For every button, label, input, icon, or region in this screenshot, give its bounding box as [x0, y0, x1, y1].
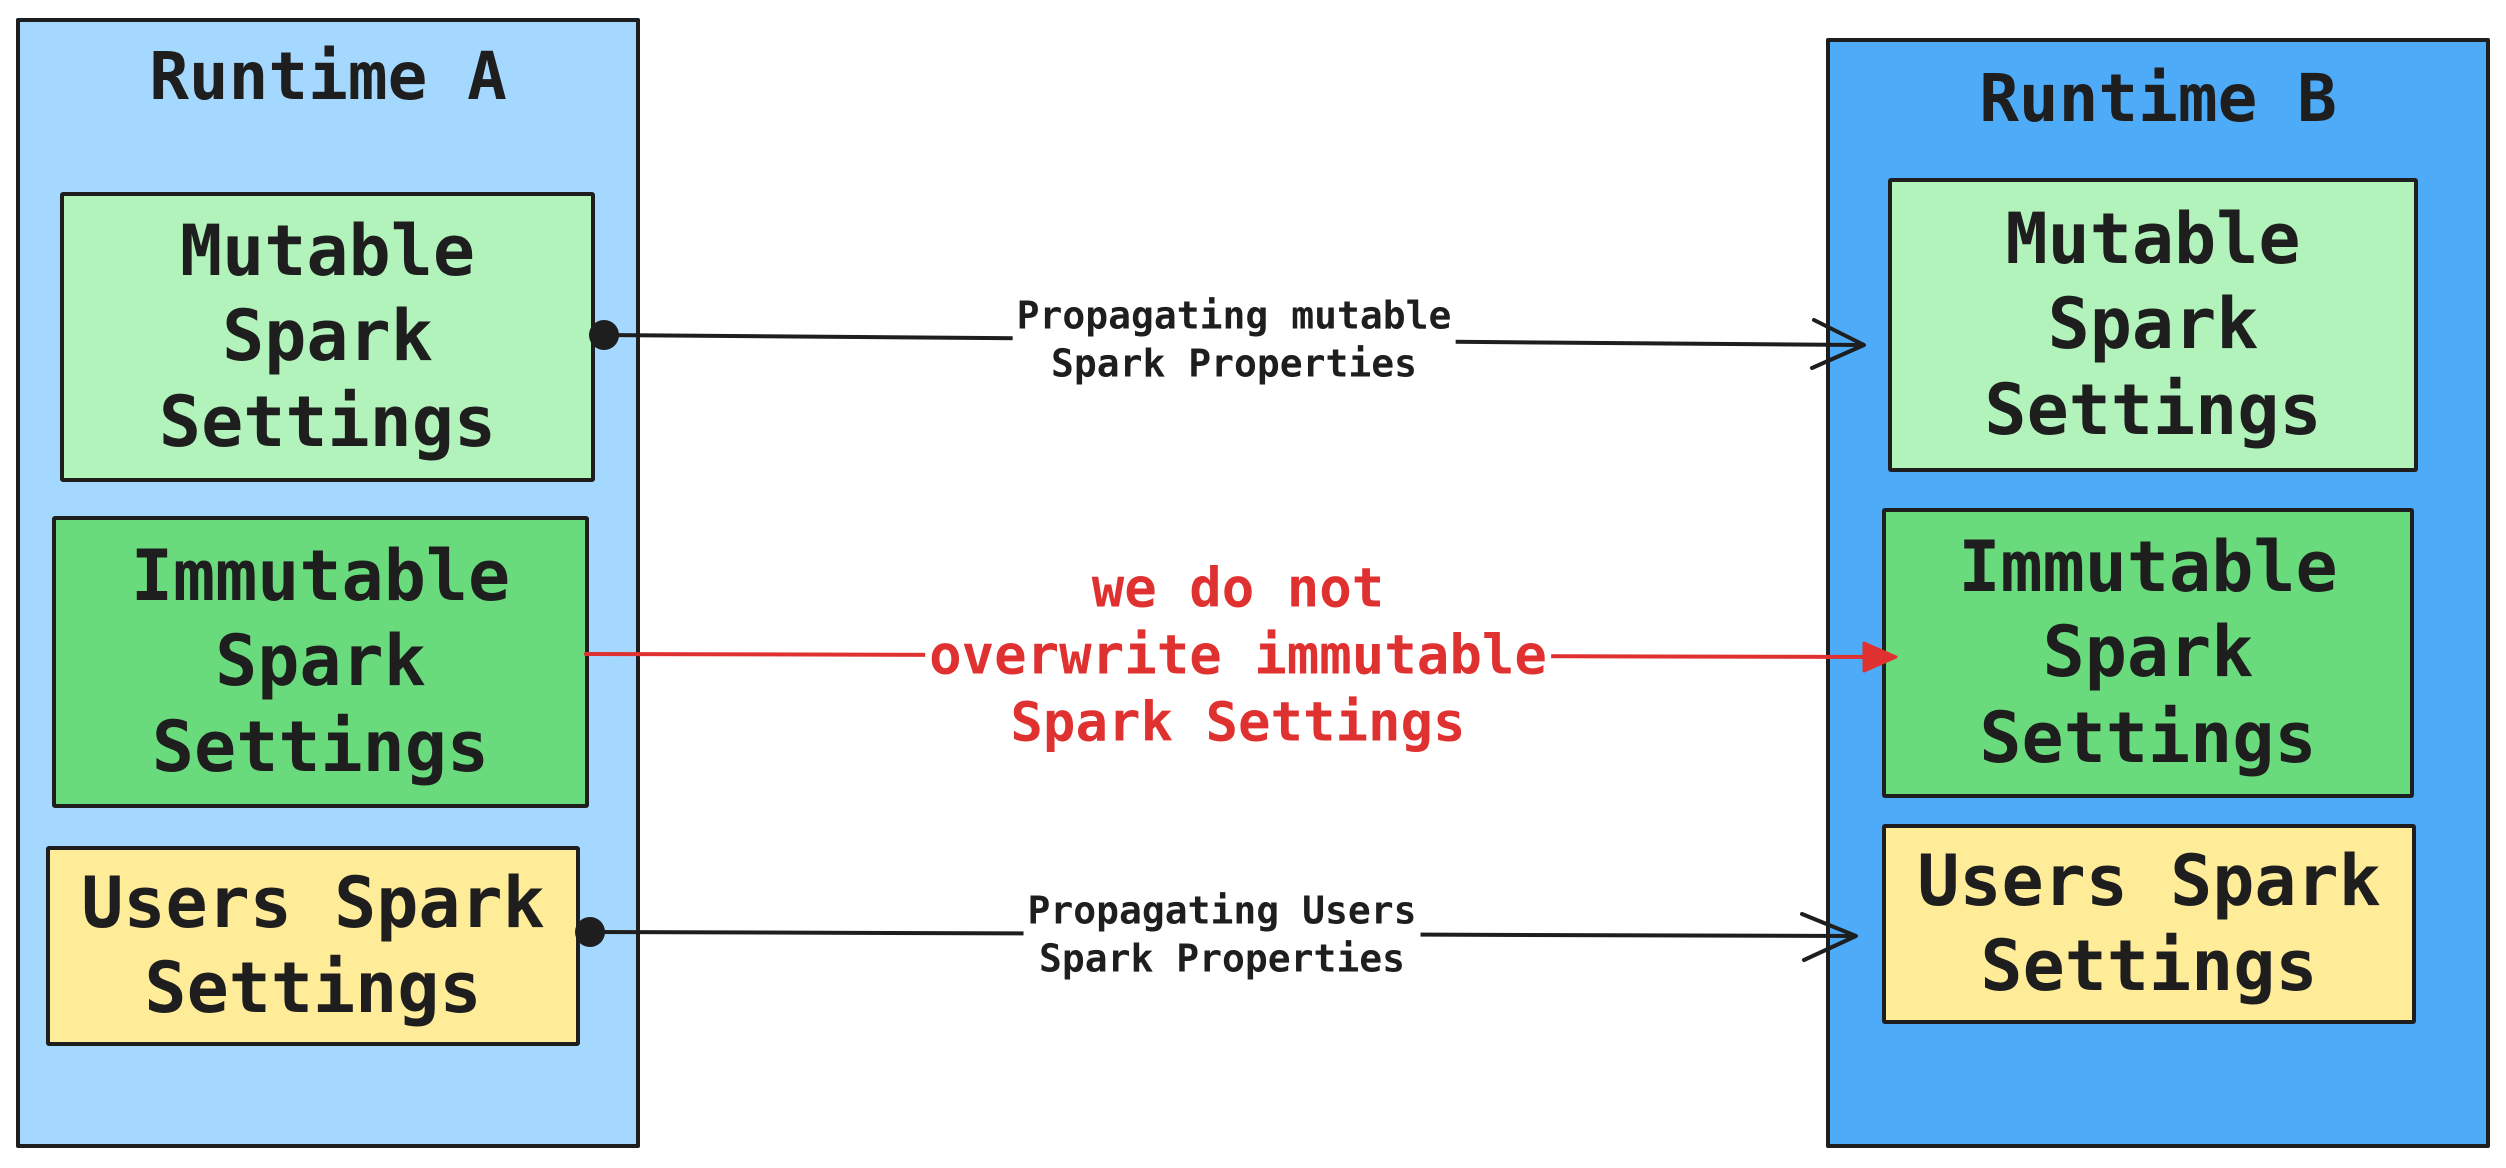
runtime-b-title: Runtime B: [1979, 60, 2337, 137]
runtime-b-immutable-settings: Immutable Spark Settings: [1882, 508, 2414, 798]
users-arrowhead: [1800, 912, 1858, 962]
runtime-a-immutable-settings: Immutable Spark Settings: [52, 516, 589, 808]
immutable-arrowhead: [1862, 641, 1898, 673]
users-arrow-start-dot: [575, 917, 605, 947]
runtime-b-mutable-settings: Mutable Spark Settings: [1888, 178, 2418, 472]
users-edge-label: Propagating Users Spark Properties: [1023, 887, 1421, 983]
runtime-a-title: Runtime A: [149, 38, 507, 115]
immutable-edge-label: we do not overwrite immutable Spark Sett…: [925, 555, 1551, 757]
runtime-a-mutable-settings: Mutable Spark Settings: [60, 192, 595, 482]
mutable-arrow-start-dot: [589, 320, 619, 350]
runtime-a-users-settings: Users Spark Settings: [46, 846, 580, 1046]
runtime-b-users-settings: Users Spark Settings: [1882, 824, 2416, 1024]
mutable-edge-label: Propagating mutable Spark Properties: [1012, 292, 1456, 388]
mutable-arrowhead: [1810, 318, 1866, 370]
